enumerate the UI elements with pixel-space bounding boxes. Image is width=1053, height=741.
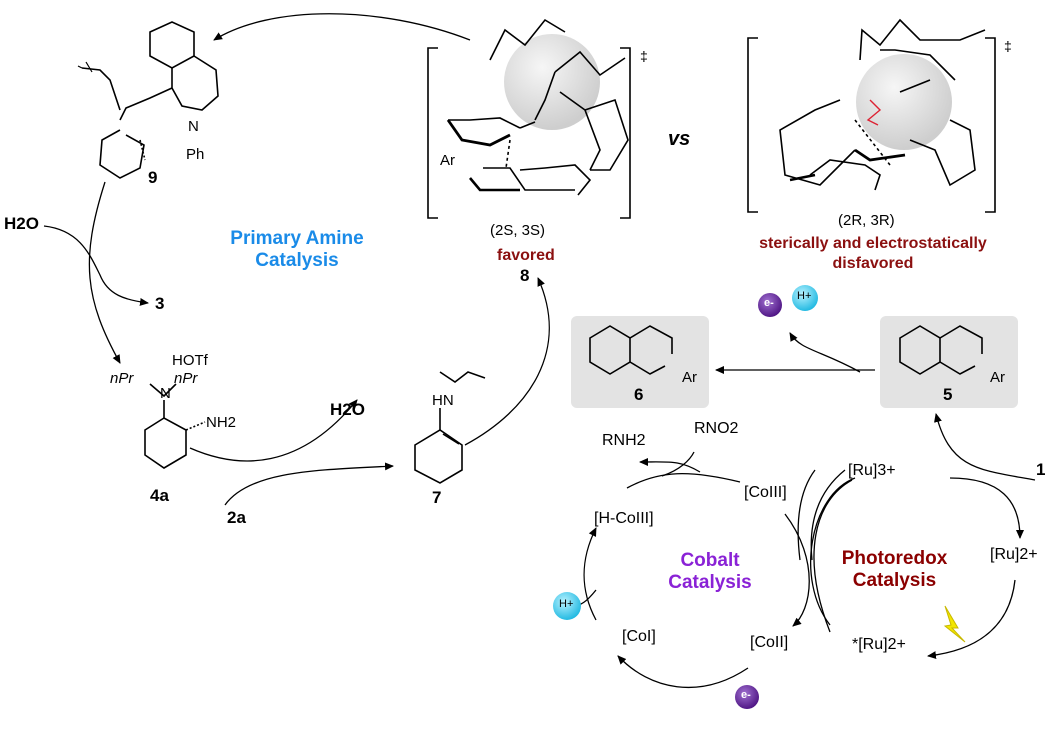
proton-cobalt-label: H+ [559,598,574,610]
disfavored-note: sterically and electrostatically disfavo… [728,234,1018,274]
compound-2a-number: 2a [227,508,246,527]
compound-5-box [880,316,1018,408]
cobalt-title-line1: Cobalt [680,550,740,571]
compound-9-structure [77,21,219,179]
proton-top-label: H+ [797,290,812,302]
disfavored-note-line1: sterically and electrostatically [759,235,987,252]
disfavored-dagger: ‡ [1004,38,1012,54]
water-product: H2O [330,400,365,419]
favored-ts-structure [446,18,629,196]
redox-arrows [715,332,1036,481]
amine-title-line2: Catalysis [255,250,339,271]
co3-label: [CoIII] [744,484,787,501]
hn-label: HN [432,392,454,409]
amine-cycle-arrows [43,13,550,506]
compound-4a-number: 4a [150,486,169,505]
ru2-excited-label: *[Ru]2+ [852,636,906,653]
npr-left-label: nPr [110,370,134,387]
light-bolt-icon [943,605,966,643]
amine-title-line1: Primary Amine [230,228,364,249]
ar6-label: Ar [682,369,697,386]
compound-6-number: 6 [634,385,644,404]
vs-label: vs [668,128,691,150]
compound-6-box [571,316,709,408]
ts-ar-label: Ar [440,152,455,169]
compound-9-number: 9 [148,168,158,187]
compound-5-number: 5 [943,385,953,404]
favored-number: 8 [520,266,530,285]
photoredox-connectors [813,479,853,633]
compound-7-number: 7 [432,488,442,507]
disfavored-stereo: (2R, 3R) [838,212,895,229]
photoredox-cycle-arrows [797,469,1024,660]
favored-dagger: ‡ [640,48,648,64]
ar5-label: Ar [990,369,1005,386]
favored-stereo: (2S, 3S) [490,222,546,239]
disfavored-sphere [856,54,952,150]
compound-5-structure [899,325,983,375]
compound-7-structure [414,371,486,484]
ru2-label: [Ru]2+ [990,546,1038,563]
electron-orb-top [758,293,782,317]
photoredox-catalysis-title: Photoredox Catalysis [832,548,957,592]
electron-top-label: e- [764,297,774,309]
nh2-label: NH2 [206,414,237,431]
photoredox-title-line2: Catalysis [852,570,937,591]
electron-orb-bottom [735,685,759,709]
ts-brackets [427,37,996,219]
npr-right-label: nPr [174,370,198,387]
co1-label: [CoI] [622,628,656,645]
electron-bottom-label: e- [741,689,751,701]
hco3-label: [H-CoIII] [594,510,654,527]
rnh2-label: RNH2 [602,432,646,449]
co2-label: [CoII] [750,634,789,651]
compound-1-number: 1 [1036,460,1046,479]
proton-orb-top [792,285,818,311]
n9-label: N [188,118,199,135]
disfavored-note-line2: disfavored [832,255,914,272]
water-reactant: H2O [4,214,39,233]
cobalt-catalysis-title: Cobalt Catalysis [660,550,760,594]
cobalt-title-line2: Catalysis [668,572,752,593]
photoredox-title-line1: Photoredox [841,548,948,569]
cobalt-cycle-arrows [569,451,810,688]
disfavored-ts-structure [779,18,986,191]
amine-catalysis-title: Primary Amine Catalysis [222,228,372,272]
hotf-label: HOTf [172,352,208,369]
rno2-label: RNO2 [694,420,739,437]
ru3-label: [Ru]3+ [848,462,896,479]
amine-n-label: N [160,385,171,402]
compound-4a-structure [144,383,206,469]
compound-3-number: 3 [155,294,165,313]
compound-6-structure [589,325,673,375]
proton-orb-cobalt [553,592,581,620]
favored-note: favored [497,247,555,264]
ph-label: Ph [186,146,205,163]
